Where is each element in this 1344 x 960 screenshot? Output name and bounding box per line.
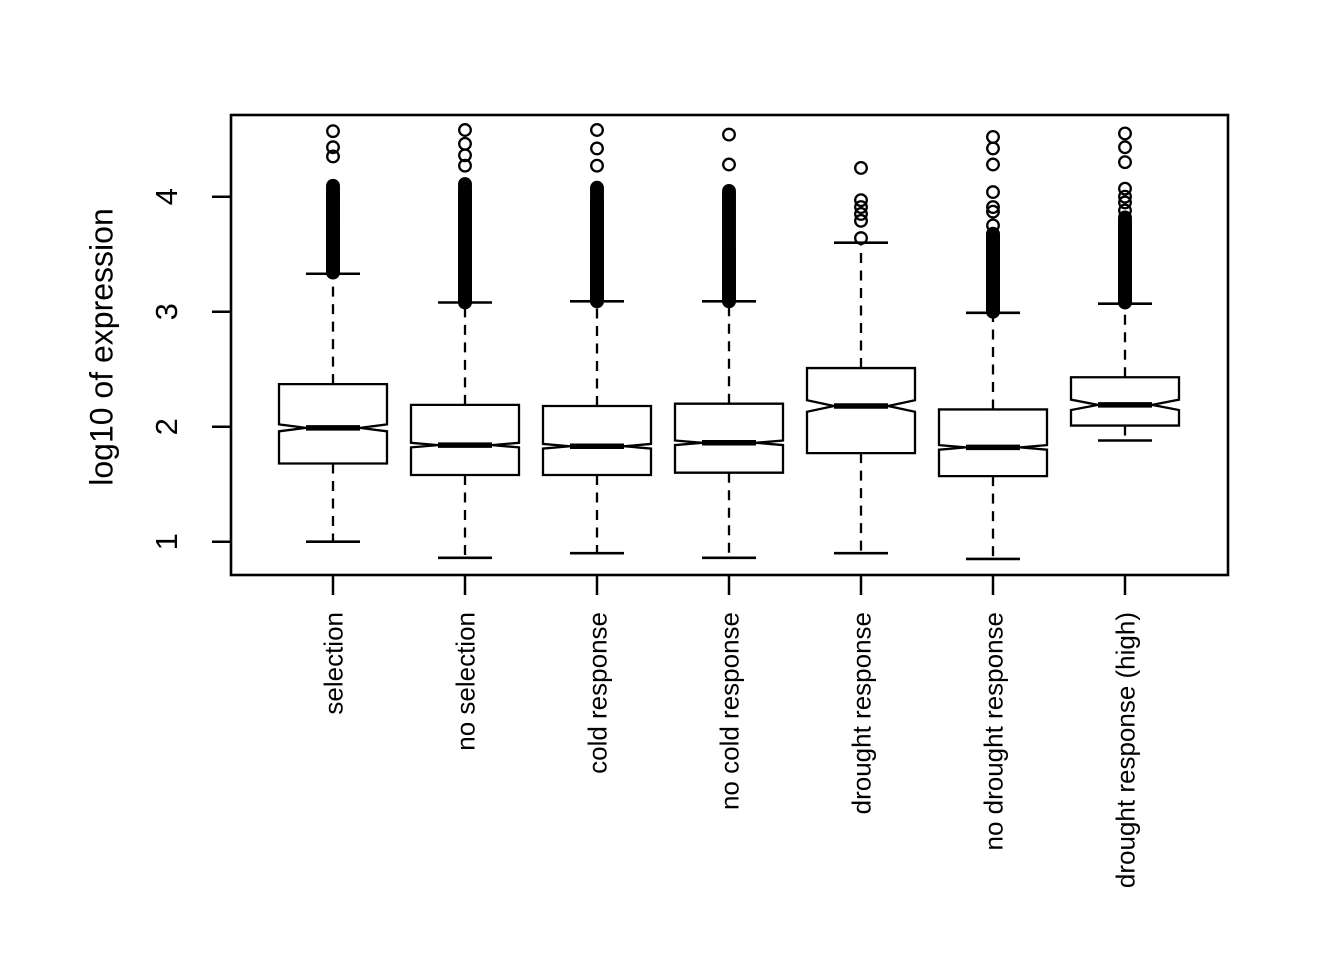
outlier-circle [986, 226, 1000, 241]
outlier-circle [722, 127, 736, 142]
box-body [805, 366, 917, 455]
outlier-circle [1118, 203, 1132, 218]
outlier-circle [326, 178, 340, 193]
outlier-circle [986, 129, 1000, 144]
outlier-circle [1118, 189, 1132, 204]
outlier-circle [458, 136, 472, 151]
outlier-circle [854, 231, 868, 246]
x-axis-category-label: no selection [450, 612, 480, 751]
outlier-circle [854, 200, 868, 215]
outlier-circle [722, 157, 736, 172]
outlier-circle [458, 158, 472, 173]
outlier-circle [590, 158, 604, 173]
x-axis-category-label: no drought response [978, 612, 1008, 851]
box-body [1069, 376, 1181, 427]
outlier-circle [590, 180, 604, 195]
box-body [541, 404, 653, 477]
y-axis-tick-label: 4 [149, 188, 184, 205]
outlier-circle [1118, 181, 1132, 196]
outlier-circle [1118, 195, 1132, 210]
outlier-circle [590, 141, 604, 156]
outlier-circle [854, 213, 868, 228]
outlier-circle [986, 157, 1000, 172]
outlier-circle [1118, 155, 1132, 170]
outlier-circle [458, 148, 472, 163]
outlier-circle [326, 124, 340, 139]
x-axis-category-label: cold response [582, 612, 612, 774]
boxplot-group-drought-response [805, 160, 917, 555]
y-axis-tick-label: 2 [149, 418, 184, 435]
outlier-circle [986, 204, 1000, 219]
boxplot-group-selection [277, 124, 389, 544]
outlier-circle [722, 183, 736, 198]
outlier-circle [1118, 140, 1132, 155]
box-body [673, 402, 785, 474]
y-axis-tick-label: 1 [149, 533, 184, 550]
box-body [277, 382, 389, 465]
outlier-circle [854, 193, 868, 208]
outlier-circle [986, 200, 1000, 215]
outlier-circle [854, 206, 868, 221]
outlier-circle [1118, 210, 1132, 225]
x-axis-category-label: no cold response [714, 612, 744, 810]
box-body [937, 408, 1049, 478]
x-axis-category-label: drought response [846, 612, 876, 814]
outlier-circle [854, 160, 868, 175]
outlier-circle [458, 123, 472, 137]
outlier-circle [326, 149, 340, 164]
boxplot-group-cold-response [541, 123, 653, 555]
outlier-circle [458, 177, 472, 192]
y-axis-tick-label: 3 [149, 303, 184, 320]
box-body [409, 403, 521, 477]
outlier-circle [1118, 126, 1132, 141]
x-axis-category-label: selection [318, 612, 348, 715]
outlier-circle [590, 123, 604, 137]
y-axis-title: log10 of expression [84, 208, 120, 486]
outlier-circle [986, 218, 1000, 233]
boxplot-group-no-selection [409, 123, 521, 560]
outlier-circle [326, 140, 340, 155]
boxplot-group-drought-response-high [1069, 126, 1181, 442]
outlier-circle [986, 185, 1000, 200]
x-axis-category-label: drought response (high) [1110, 612, 1140, 888]
boxplot-group-no-drought-response [937, 129, 1049, 561]
outlier-circle [986, 141, 1000, 156]
boxplot-group-no-cold-response [673, 127, 785, 560]
